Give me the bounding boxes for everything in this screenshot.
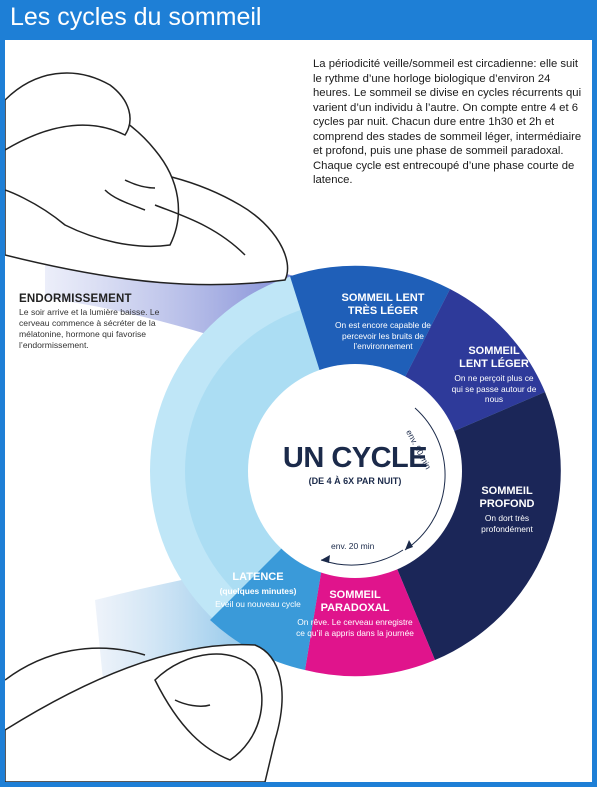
- duration-arc-20: [320, 549, 404, 566]
- stage-latence-title-1: LATENCE: [232, 571, 284, 583]
- endormissement-text: Le soir arrive et la lumière baisse. Le …: [19, 307, 160, 350]
- infographic-panel: La périodicité veille/sommeil est circad…: [5, 40, 592, 782]
- sleeper-top-illustration: [5, 72, 289, 286]
- page-title: Les cycles du sommeil: [10, 3, 262, 31]
- stage-paradoxal-title-1: SOMMEIL: [329, 589, 381, 601]
- stage-paradoxal-text: On rêve. Le cerveau enregistre ce qu’il …: [296, 617, 414, 638]
- stage-leger: SOMMEIL LENT LÉGER On ne perçoit plus ce…: [450, 345, 538, 405]
- stage-leger-title-1: SOMMEIL: [468, 345, 520, 357]
- duration-arc-90: [404, 407, 446, 551]
- cycle-title: UN CYCLE: [282, 442, 428, 474]
- stage-latence-text: Eveil ou nouveau cycle: [215, 598, 301, 609]
- duration-label-20: env. 20 min: [331, 541, 375, 551]
- cycle-center: [248, 364, 462, 578]
- endormissement-label: ENDORMISSEMENT Le soir arrive et la lumi…: [19, 293, 164, 351]
- stage-leger-title-2: LENT LÉGER: [459, 358, 529, 370]
- endormissement-title: ENDORMISSEMENT: [19, 293, 132, 305]
- stage-tres-leger: SOMMEIL LENT TRÈS LÉGER On est encore ca…: [323, 292, 443, 352]
- stage-tres-leger-title-2: TRÈS LÉGER: [347, 305, 419, 317]
- stage-profond-text: On dort très profondément: [481, 513, 533, 534]
- segment-paradoxal: [305, 559, 435, 677]
- cycle-subtitle: (DE 4 À 6X PAR NUIT): [308, 476, 402, 486]
- stage-latence-title-2: (quelques minutes): [219, 586, 297, 596]
- segment-leger: [401, 289, 545, 435]
- stage-profond-title-1: SOMMEIL: [481, 485, 533, 497]
- duration-arrow-20: [321, 555, 330, 563]
- stage-leger-text: On ne perçoit plus ce qui se passe autou…: [451, 373, 537, 404]
- intro-paragraph: La périodicité veille/sommeil est circad…: [313, 58, 582, 186]
- stage-latence: LATENCE (quelques minutes) Eveil ou nouv…: [215, 571, 301, 609]
- stage-tres-leger-text: On est encore capable de percevoir les b…: [335, 320, 431, 351]
- stage-paradoxal: SOMMEIL PARADOXAL On rêve. Le cerveau en…: [295, 589, 415, 638]
- stage-profond-title-2: PROFOND: [479, 498, 535, 510]
- sleep-cycle-diagram: [5, 72, 561, 782]
- stage-paradoxal-title-2: PARADOXAL: [320, 602, 390, 614]
- stage-profond: SOMMEIL PROFOND On dort très profondémen…: [467, 485, 547, 534]
- sleeper-bottom-illustration: [5, 643, 283, 782]
- duration-arrow-90: [405, 540, 413, 550]
- segment-profond: [393, 392, 561, 660]
- segment-latence: [210, 540, 323, 670]
- segment-tres-leger: [290, 265, 450, 385]
- stage-tres-leger-title-1: SOMMEIL LENT: [341, 292, 425, 304]
